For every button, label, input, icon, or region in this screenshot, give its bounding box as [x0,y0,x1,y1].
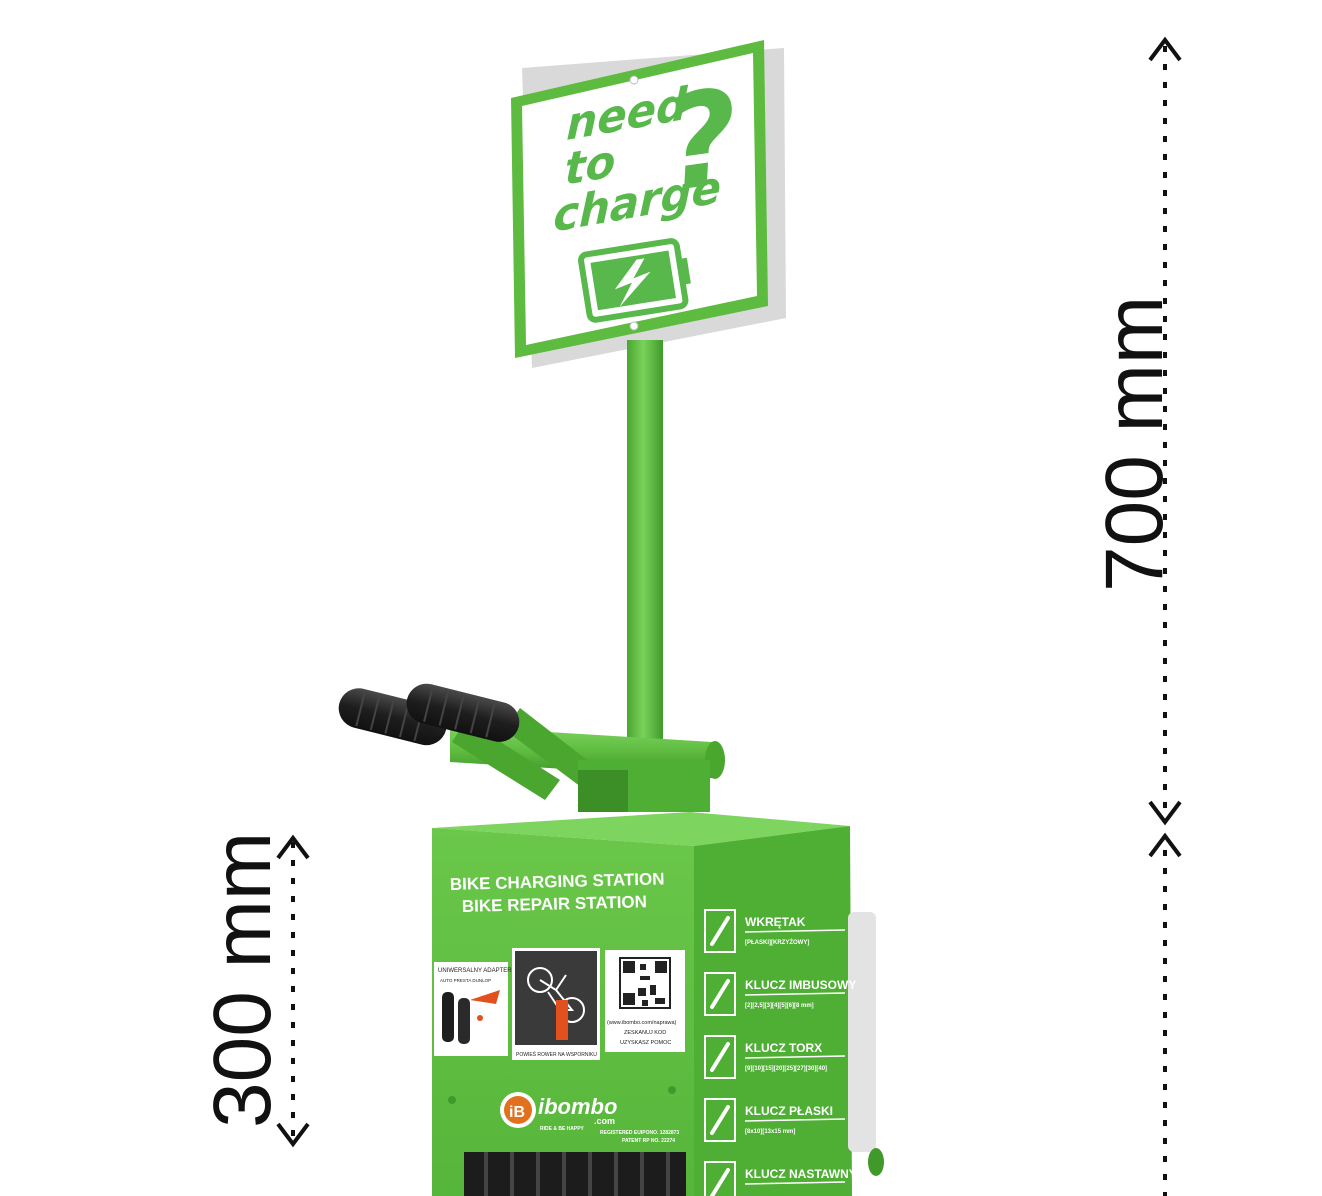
wrench-icon [704,1098,736,1142]
arrow-up-icon [276,834,310,860]
tool-divider [744,1055,846,1059]
tool-name: KLUCZ PŁASKI [745,1104,833,1118]
dimension-300 [276,834,310,1148]
dimension-700 [1148,36,1182,826]
arrow-up-icon [1148,36,1182,62]
sign-line-2: to [564,136,616,196]
tool-name: KLUCZ IMBUSOWY [745,978,856,992]
tool-item: WKRĘTAK [PŁASKI][KRZYŻOWY] [704,909,846,953]
tool-name: KLUCZ NASTAWNY [745,1167,857,1181]
tool-name: WKRĘTAK [745,915,806,929]
brand-tagline: RIDE & BE HAPPY [540,1126,585,1132]
tool-item: KLUCZ PŁASKI [8x10][13x15 mm] [704,1098,846,1142]
tool-divider [744,1118,846,1122]
registered-number: REGISTERED EUIPONO. 1282873 [600,1130,679,1136]
station-cabinet: BIKE CHARGING STATION BIKE REPAIR STATIO… [432,812,884,1196]
brand-domain: .com [594,1116,615,1126]
tool-item: KLUCZ TORX [9][10][15][20][25][27][30][40… [704,1035,846,1079]
qr-caption-2: ZESKANUJ KOD [624,1030,666,1036]
allen-key-icon-glyph [710,979,730,1009]
adjustable-wrench-icon [704,1161,736,1196]
bike-sticker: POWIEŚ ROWER NA WSPORNIKU [512,948,600,1060]
tool-detail: [9][10][15][20][25][27][30][40] [745,1066,827,1072]
tool-divider [744,992,846,996]
screwdriver-icon [704,909,736,953]
tool-name: KLUCZ TORX [745,1041,822,1055]
tool-divider [744,929,846,933]
adapter-caption: UNIWERSALNY ADAPTER [438,968,512,974]
qr-caption-3: UZYSKASZ POMOC [620,1040,671,1046]
allen-key-icon [704,972,736,1016]
tool-item: KLUCZ IMBUSOWY [2][2,5][3][4][5][6][8 mm] [704,972,856,1016]
patent-number: PATENT RP NO. 22274 [622,1138,675,1144]
tool-detail: [8x10][13x15 mm] [745,1129,795,1135]
qr-code-icon [619,957,671,1009]
tool-detail: [PŁASKI][KRZYŻOWY] [745,939,809,946]
qr-caption-1: (www.ibombo.com/naprawa) [607,1020,677,1026]
station-title-2: BIKE REPAIR STATION [462,892,648,916]
tool-detail: [2][2,5][3][4][5][6][8 mm] [745,1003,814,1009]
battery-charging-icon [578,238,691,323]
tool-item: KLUCZ NASTAWNY [704,1161,857,1196]
bike-caption: POWIEŚ ROWER NA WSPORNIKU [516,1050,597,1058]
dimension-label-300: 300 mm [197,831,288,1128]
arrow-down-icon [276,1122,310,1148]
dimension-label-700: 700 mm [1089,295,1180,592]
sign-pole [627,340,663,810]
qr-sticker: (www.ibombo.com/naprawa) ZESKANUJ KOD UZ… [605,950,685,1052]
bike-holder [338,683,725,812]
adapter-icon [442,990,500,1044]
adapter-subcaption: AUTO PRESTA DUNLOP [440,978,491,983]
torx-key-icon [704,1035,736,1079]
torx-key-icon-glyph [710,1042,730,1072]
brand-logo: iB ibombo .com RIDE & BE HAPPY [500,1092,617,1132]
tool-list: WKRĘTAK [PŁASKI][KRZYŻOWY] KLUCZ IMBUSOWY [… [704,909,857,1196]
adapter-sticker: UNIWERSALNY ADAPTER AUTO PRESTA DUNLOP [434,962,512,1056]
wrench-icon-glyph [710,1105,730,1135]
brand-name: ibombo [538,1094,617,1119]
adjustable-wrench-icon-glyph [710,1168,730,1196]
tool-divider [744,1181,846,1185]
charging-sign: need to charge ? [511,40,786,368]
arrow-up-icon [1148,832,1182,858]
dimension-continuation [1148,832,1182,1196]
grip-right [406,683,520,742]
svg-text:iB: iB [509,1104,525,1121]
screwdriver-icon-glyph [710,916,730,946]
arrow-down-icon [1148,800,1182,826]
